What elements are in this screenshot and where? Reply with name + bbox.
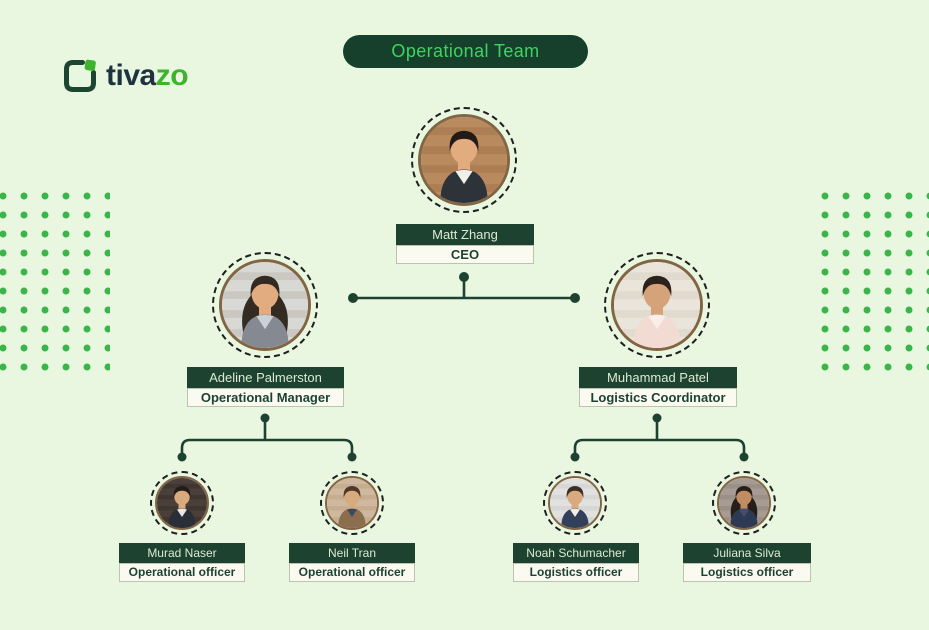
photo-juliana-silva: [712, 471, 776, 535]
photo-noah-schumacher: [543, 471, 607, 535]
person-name: Adeline Palmerston: [187, 367, 344, 388]
person-role: Operational officer: [289, 563, 415, 582]
photo-murad-naser: [150, 471, 214, 535]
photo-ring: [219, 259, 311, 351]
person-name: Juliana Silva: [683, 543, 811, 563]
photo-ring: [717, 476, 771, 530]
person-name: Murad Naser: [119, 543, 245, 563]
person-name: Neil Tran: [289, 543, 415, 563]
person-role: CEO: [396, 245, 534, 264]
brand-wordmark: tivazo: [106, 58, 189, 94]
brand-wordmark-dark: tiva: [106, 59, 156, 92]
photo-ring: [325, 476, 379, 530]
photo-ring: [155, 476, 209, 530]
person-name: Noah Schumacher: [513, 543, 639, 563]
person-role: Logistics Coordinator: [579, 388, 737, 407]
decor-dots-right: [816, 191, 929, 372]
team-title-badge: Operational Team: [343, 35, 588, 68]
person-role: Operational officer: [119, 563, 245, 582]
person-role: Logistics officer: [513, 563, 639, 582]
card-neil-tran: Neil Tran Operational officer: [289, 543, 415, 582]
card-matt-zhang: Matt Zhang CEO: [396, 224, 534, 264]
brand-logo-icon: [64, 59, 96, 92]
person-role: Operational Manager: [187, 388, 344, 407]
card-adeline-palmerston: Adeline Palmerston Operational Manager: [187, 367, 344, 407]
card-murad-naser: Murad Naser Operational officer: [119, 543, 245, 582]
photo-ring: [611, 259, 703, 351]
person-name: Muhammad Patel: [579, 367, 737, 388]
decor-dots-left: [0, 191, 110, 372]
card-muhammad-patel: Muhammad Patel Logistics Coordinator: [579, 367, 737, 407]
card-juliana-silva: Juliana Silva Logistics officer: [683, 543, 811, 582]
person-name: Matt Zhang: [396, 224, 534, 245]
photo-muhammad-patel: [604, 252, 710, 358]
brand-wordmark-green: zo: [155, 59, 189, 92]
person-role: Logistics officer: [683, 563, 811, 582]
card-noah-schumacher: Noah Schumacher Logistics officer: [513, 543, 639, 582]
photo-ring: [418, 114, 510, 206]
photo-neil-tran: [320, 471, 384, 535]
photo-ring: [548, 476, 602, 530]
photo-adeline-palmerston: [212, 252, 318, 358]
photo-matt-zhang: [411, 107, 517, 213]
brand-logo: tivazo: [62, 58, 189, 94]
